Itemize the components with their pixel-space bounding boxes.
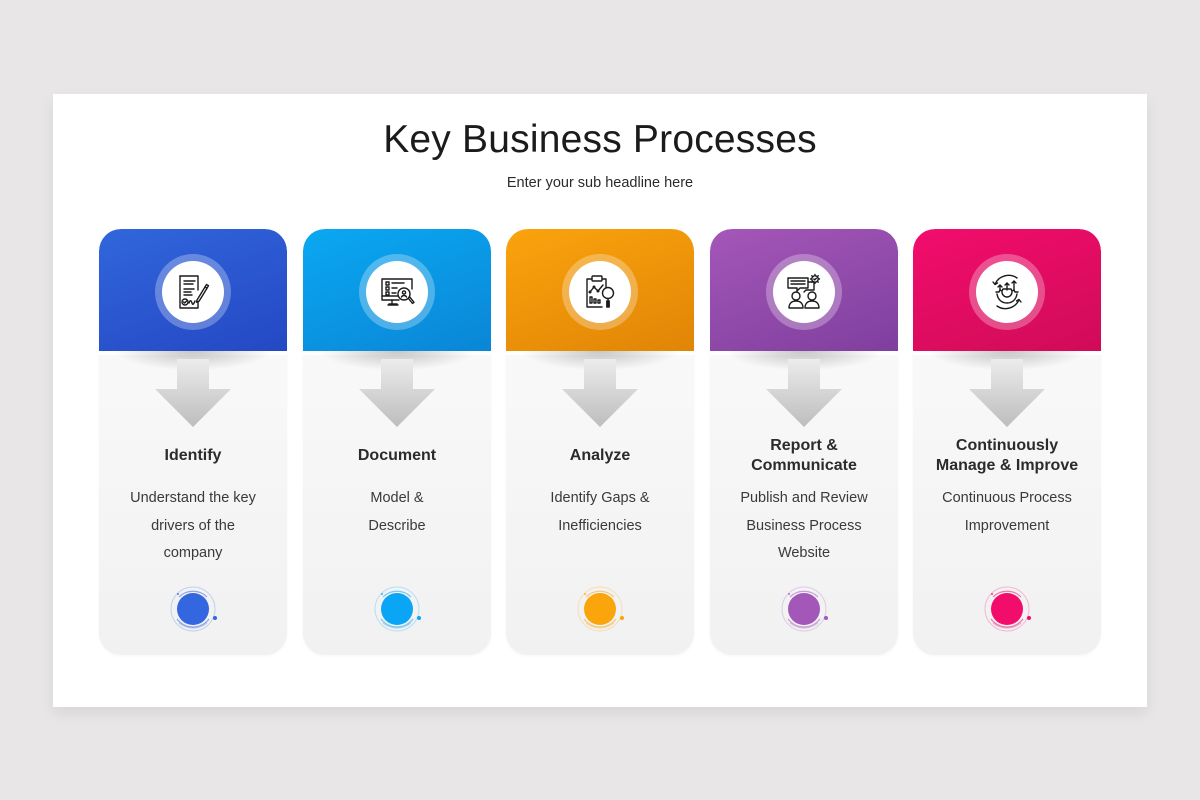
divider	[99, 351, 287, 355]
status-dot	[373, 585, 421, 633]
arrow-down-icon	[359, 359, 435, 427]
status-dot	[576, 585, 624, 633]
step-description: Publish and Review Business Process Webs…	[740, 490, 868, 561]
step-title: Continuously Manage & Improve	[935, 437, 1079, 474]
slide: Key Business Processes Enter your sub he…	[53, 94, 1147, 707]
process-card-identify: Identify Understand the key drivers of t…	[99, 229, 287, 655]
status-dot	[169, 585, 217, 633]
monitor-search-user-icon	[366, 261, 428, 323]
step-description: Understand the key drivers of the compan…	[130, 490, 256, 561]
divider	[710, 351, 898, 355]
clipboard-analytics-icon	[569, 261, 631, 323]
team-communication-icon	[773, 261, 835, 323]
step-title: Document	[357, 447, 437, 464]
signed-document-icon	[162, 261, 224, 323]
step-title: Analyze	[569, 447, 631, 464]
divider	[913, 351, 1101, 355]
arrow-down-icon	[969, 359, 1045, 427]
divider	[506, 351, 694, 355]
slide-subtitle: Enter your sub headline here	[506, 175, 694, 191]
process-card-document: Document Model & Describe	[303, 229, 491, 655]
slide-title: Key Business Processes	[383, 118, 817, 161]
process-card-report: Report & Communicate Publish and Review …	[710, 229, 898, 655]
gear-improvement-cycle-icon	[976, 261, 1038, 323]
divider	[303, 351, 491, 355]
step-title: Report & Communicate	[751, 437, 857, 474]
step-description: Model & Describe	[368, 490, 426, 534]
step-description: Continuous Process Improvement	[942, 490, 1072, 534]
arrow-down-icon	[766, 359, 842, 427]
process-card-analyze: Analyze Identify Gaps & Inefficiencies	[506, 229, 694, 655]
status-dot	[780, 585, 828, 633]
arrow-down-icon	[562, 359, 638, 427]
arrow-down-icon	[155, 359, 231, 427]
status-dot	[983, 585, 1031, 633]
step-description: Identify Gaps & Inefficiencies	[550, 490, 650, 534]
step-title: Identify	[164, 447, 222, 464]
process-card-improve: Continuously Manage & Improve Continuous…	[913, 229, 1101, 655]
